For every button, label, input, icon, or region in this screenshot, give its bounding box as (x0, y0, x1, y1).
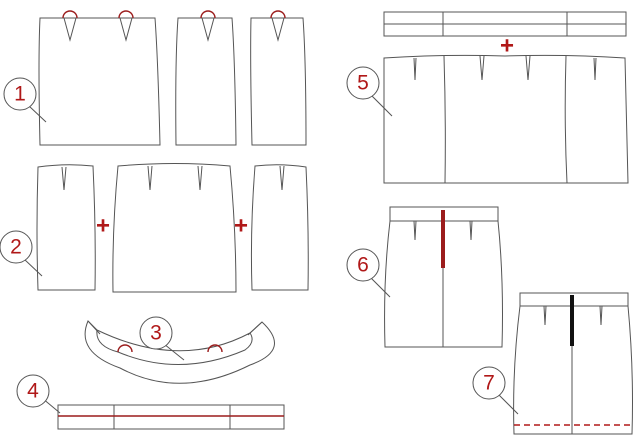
skirt-with-waistband-6 (384, 206, 503, 348)
front-dart-left (63, 17, 77, 42)
step-badge-5: 5 (346, 66, 393, 117)
side-panel-left (36, 164, 96, 291)
dart-6-left (413, 220, 417, 241)
join-plus-top: + (500, 33, 514, 60)
center-panel-dart-right (197, 165, 203, 191)
step-badge-3: 3 (139, 316, 185, 361)
step-badge-6: 6 (346, 248, 391, 298)
facing-inner-curve (96, 329, 253, 365)
waistband-strip (57, 404, 285, 430)
badge-1-circle (3, 77, 37, 111)
badge-3-circle (139, 316, 173, 350)
back-panel-left-piece (175, 17, 237, 146)
step-badge-4: 4 (16, 374, 61, 414)
badge-5-number: 5 (357, 72, 369, 95)
dart-marker-left (62, 10, 78, 19)
badge-4-number: 4 (27, 380, 39, 403)
badge-7-circle (472, 366, 506, 400)
body-dart-3 (525, 55, 531, 81)
center-panel-dart-left (147, 165, 153, 191)
back-right-dart (271, 17, 285, 42)
step-badge-7: 7 (472, 366, 519, 415)
curved-facing-piece (84, 320, 275, 384)
badge-7-number: 7 (483, 372, 495, 395)
side-panel-right (250, 164, 309, 291)
side-panel-right-dart (279, 165, 285, 191)
join-plus-left: + (96, 213, 110, 240)
step-badge-1: 1 (3, 77, 47, 123)
facing-dart-marker-left (117, 344, 133, 353)
badge-6-number: 6 (357, 254, 369, 277)
step-badges: 1 2 3 4 5 6 7 (0, 66, 519, 415)
facing-seam-left (87, 320, 101, 335)
side-panel-left-dart (61, 166, 67, 191)
step-1-pattern-pieces (38, 10, 307, 146)
skirt-with-waistband-7 (513, 292, 633, 435)
dart-marker-back-right (270, 10, 286, 19)
step-2-joining-pieces: + + (36, 163, 309, 293)
step-7-hem (513, 292, 633, 435)
dart-marker-right (118, 10, 134, 19)
badge-5-pointer (369, 93, 393, 117)
center-panel (112, 163, 237, 293)
facing-seam-right (247, 321, 263, 336)
badge-2-circle (0, 230, 33, 264)
dart-7-left (543, 305, 547, 326)
badge-1-pointer (28, 105, 47, 123)
back-left-dart (201, 17, 215, 42)
badge-2-number: 2 (10, 236, 22, 259)
step-5-attach-waistband: + (383, 11, 629, 184)
badge-2-pointer (23, 258, 43, 277)
body-dart-1 (413, 57, 417, 81)
badge-5-circle (346, 66, 380, 100)
badge-3-number: 3 (150, 322, 162, 345)
badge-7-pointer (497, 393, 519, 415)
dart-marker-back-left (200, 10, 216, 19)
body-dart-2 (479, 55, 485, 81)
front-dart-right (119, 17, 133, 42)
step-4-straight-waistband (57, 404, 285, 430)
facing-dart-marker-right (207, 344, 223, 353)
badge-6-circle (346, 248, 380, 282)
badge-1-number: 1 (14, 83, 26, 106)
step-badge-2: 2 (0, 230, 43, 277)
dart-7-right (599, 305, 603, 326)
body-seam-right (564, 55, 568, 184)
front-panel-piece (38, 17, 161, 146)
badge-3-pointer (163, 343, 185, 361)
badge-4-circle (16, 374, 50, 408)
join-plus-right: + (234, 213, 248, 240)
body-dart-4 (593, 57, 597, 81)
step-6-zipper-seam (384, 206, 503, 348)
assembled-skirt-body (383, 54, 629, 184)
body-seam-left (443, 55, 446, 184)
badge-6-pointer (369, 276, 391, 298)
back-panel-right-piece (250, 17, 307, 146)
dart-6-right (469, 220, 473, 241)
step-3-curved-facing (84, 320, 275, 384)
